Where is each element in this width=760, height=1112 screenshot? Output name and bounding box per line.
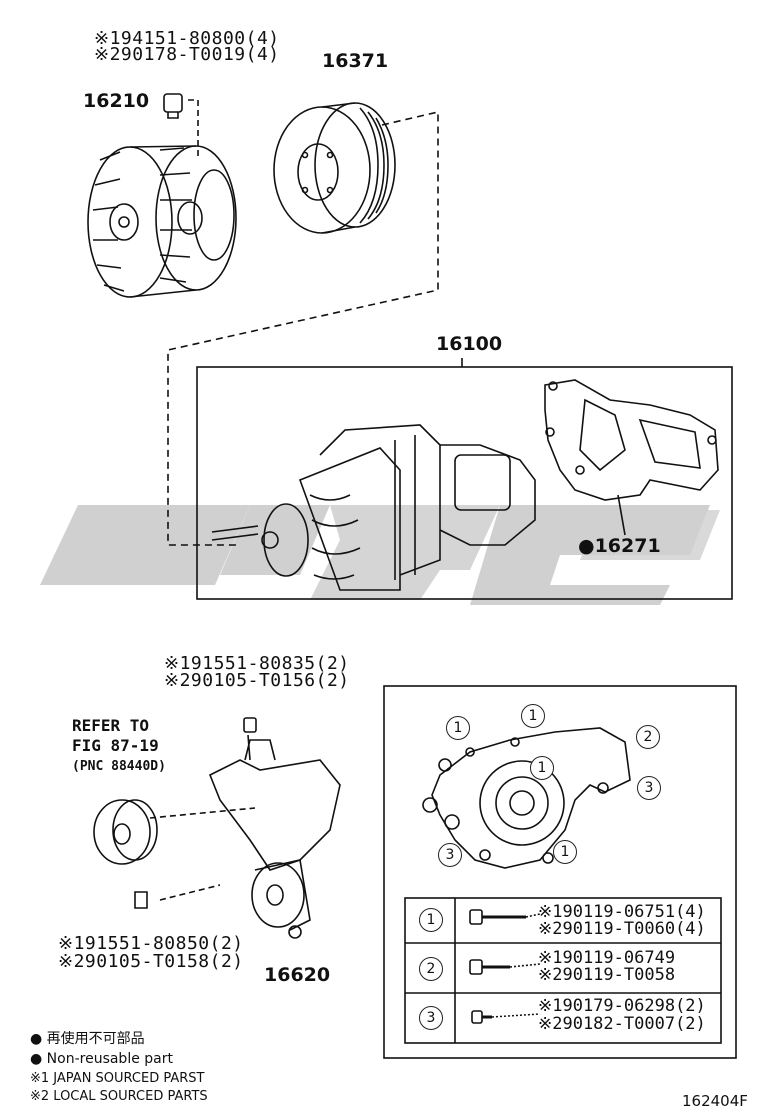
refer-label-2: FIG 87-19 <box>72 736 159 755</box>
detail-marker-1b: 1 <box>521 704 545 728</box>
gasket-drawing <box>544 379 719 536</box>
detail-marker-1d: 1 <box>553 840 577 864</box>
bracket-bolt-top-label-1: ※191551-80835(2) <box>164 653 350 674</box>
detail-marker-3a: 3 <box>637 776 661 800</box>
legend-non-reusable-en: ● Non-reusable part <box>30 1051 173 1067</box>
bolt-table-key-2: 2 <box>419 957 443 981</box>
pulley-drawing <box>273 102 396 234</box>
refer-label-3: (PNC 88440D) <box>72 759 166 774</box>
bracket-bolt-bottom-label-2: ※290105-T0158(2) <box>58 951 244 972</box>
bolt-table-row2-line1: ※190119-06749 <box>538 948 676 968</box>
water-pump-drawing <box>211 424 536 591</box>
fan-bolt-label-1: ※194151-80800(4) <box>94 28 280 49</box>
idler-part-number: 16620 <box>264 964 331 986</box>
water-pump-frame <box>196 366 733 600</box>
legend-note-local: ※2 LOCAL SOURCED PARTS <box>30 1089 208 1104</box>
bolt-table-key-3: 3 <box>419 1006 443 1030</box>
bolt-table-row2-line2: ※290119-T0058 <box>538 965 676 985</box>
legend-non-reusable-jp: ● 再使用不可部品 <box>30 1031 145 1047</box>
legend-note-japan: ※1 JAPAN SOURCED PARST <box>30 1071 205 1086</box>
bolt-table-row1-line1: ※190119-06751(4) <box>538 902 706 922</box>
gasket-part-number: ●16271 <box>578 535 661 557</box>
detail-pump-drawing <box>422 727 631 869</box>
bolt-icons <box>469 909 526 1024</box>
bolt-table-row3-line2: ※290182-T0007(2) <box>538 1014 706 1034</box>
bolt-table-key-1: 1 <box>419 908 443 932</box>
figure-id: 162404F <box>682 1092 748 1110</box>
detail-frame <box>383 685 737 1059</box>
bracket-bolt-bottom-label-1: ※191551-80850(2) <box>58 933 244 954</box>
detail-marker-3b: 3 <box>438 843 462 867</box>
pulley-part-number: 16371 <box>322 50 389 72</box>
refer-label-1: REFER TO <box>72 716 150 735</box>
detail-marker-1c: 1 <box>530 756 554 780</box>
bolt-table-row1-line2: ※290119-T0060(4) <box>538 919 706 939</box>
bracket-bolt-top-label-2: ※290105-T0156(2) <box>164 670 350 691</box>
bolt-table-frame <box>404 897 722 1044</box>
fan-bolt-label-2: ※290178-T0019(4) <box>94 44 280 65</box>
detail-marker-2: 2 <box>636 725 660 749</box>
detail-marker-1a: 1 <box>446 716 470 740</box>
bolt-table-row3-line1: ※190179-06298(2) <box>538 996 706 1016</box>
bracket-drawing <box>93 717 341 939</box>
fan-clutch-part-number: 16210 <box>83 90 150 112</box>
fan-clutch-drawing <box>87 93 237 298</box>
water-pump-part-number: 16100 <box>436 333 503 355</box>
